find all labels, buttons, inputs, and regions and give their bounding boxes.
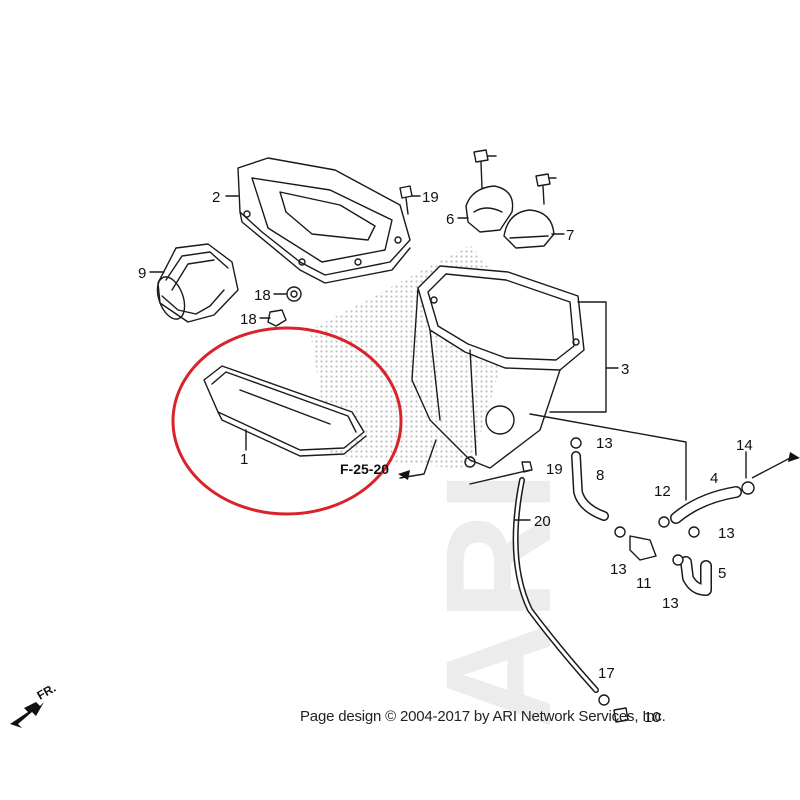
callout-9[interactable]: 9 — [138, 265, 146, 282]
air-cleaner-case — [411, 265, 585, 469]
clamp-13a — [570, 437, 582, 449]
callout-17[interactable]: 19 — [422, 189, 439, 206]
bolt-19b — [535, 173, 551, 205]
callout-8[interactable]: 8 — [596, 467, 604, 484]
watermark: ARI — [414, 471, 582, 729]
drain-hose-20 — [512, 477, 599, 693]
callout-18a[interactable]: 19 — [546, 461, 563, 478]
tube-4 — [670, 486, 742, 524]
callout-11[interactable]: 11 — [636, 575, 652, 592]
clamp-14 — [741, 481, 755, 495]
callout-13a[interactable]: 13 — [596, 435, 613, 452]
callout-12[interactable]: 12 — [654, 483, 671, 500]
bolt-17 — [399, 185, 413, 215]
callout-13d[interactable]: 13 — [662, 595, 679, 612]
bolt-19a — [473, 149, 489, 189]
ref-arrow-icon — [398, 470, 410, 480]
grommet-16 — [286, 286, 302, 302]
cover-6 — [465, 185, 514, 233]
outlet-arrow-line — [751, 456, 793, 479]
clamp-12 — [658, 516, 670, 528]
copyright-notice: Page design © 2004-2017 by ARI Network S… — [300, 708, 666, 725]
clamp-13c — [688, 526, 700, 538]
section-reference-label[interactable]: F-25-20 — [340, 461, 389, 477]
hose-8 — [571, 451, 609, 521]
front-label: FR. — [35, 681, 59, 703]
outlet-arrow-icon — [788, 452, 800, 462]
callout-18b[interactable]: 17 — [598, 665, 615, 682]
callout-1[interactable]: 1 — [240, 451, 248, 468]
callout-3[interactable]: 3 — [621, 361, 629, 378]
callout-4[interactable]: 4 — [710, 470, 718, 487]
air-cleaner-element — [203, 365, 367, 457]
guide-line-case-to-drain — [469, 469, 531, 485]
callout-6[interactable]: 6 — [446, 211, 454, 228]
intake-duct — [156, 243, 239, 323]
callout-7[interactable]: 7 — [566, 227, 574, 244]
clamp-18b — [598, 694, 610, 706]
guide-line-case-to-hoses — [529, 413, 687, 501]
air-cleaner-cover — [237, 157, 411, 284]
tube-5 — [680, 556, 712, 596]
front-arrow-icon — [10, 702, 44, 728]
callout-14[interactable]: 14 — [736, 437, 753, 454]
callout-13c[interactable]: 13 — [718, 525, 735, 542]
plug-10 — [613, 707, 629, 723]
clamp-13b — [614, 526, 626, 538]
front-direction-indicator: FR. — [10, 681, 58, 728]
callout-2[interactable]: 2 — [212, 189, 220, 206]
callout-15[interactable]: 18 — [240, 311, 257, 328]
callout-13b[interactable]: 13 — [610, 561, 627, 578]
callout-10[interactable]: 10 — [644, 709, 661, 726]
callout-16[interactable]: 18 — [254, 287, 271, 304]
callout-20[interactable]: 20 — [534, 513, 551, 530]
bracket-3 — [549, 301, 607, 413]
joint-11 — [629, 535, 657, 561]
collar-15 — [267, 309, 287, 327]
clamp-13d — [672, 554, 684, 566]
cap-7 — [503, 209, 555, 249]
callout-5[interactable]: 5 — [718, 565, 726, 582]
highlight-circle — [171, 326, 403, 516]
